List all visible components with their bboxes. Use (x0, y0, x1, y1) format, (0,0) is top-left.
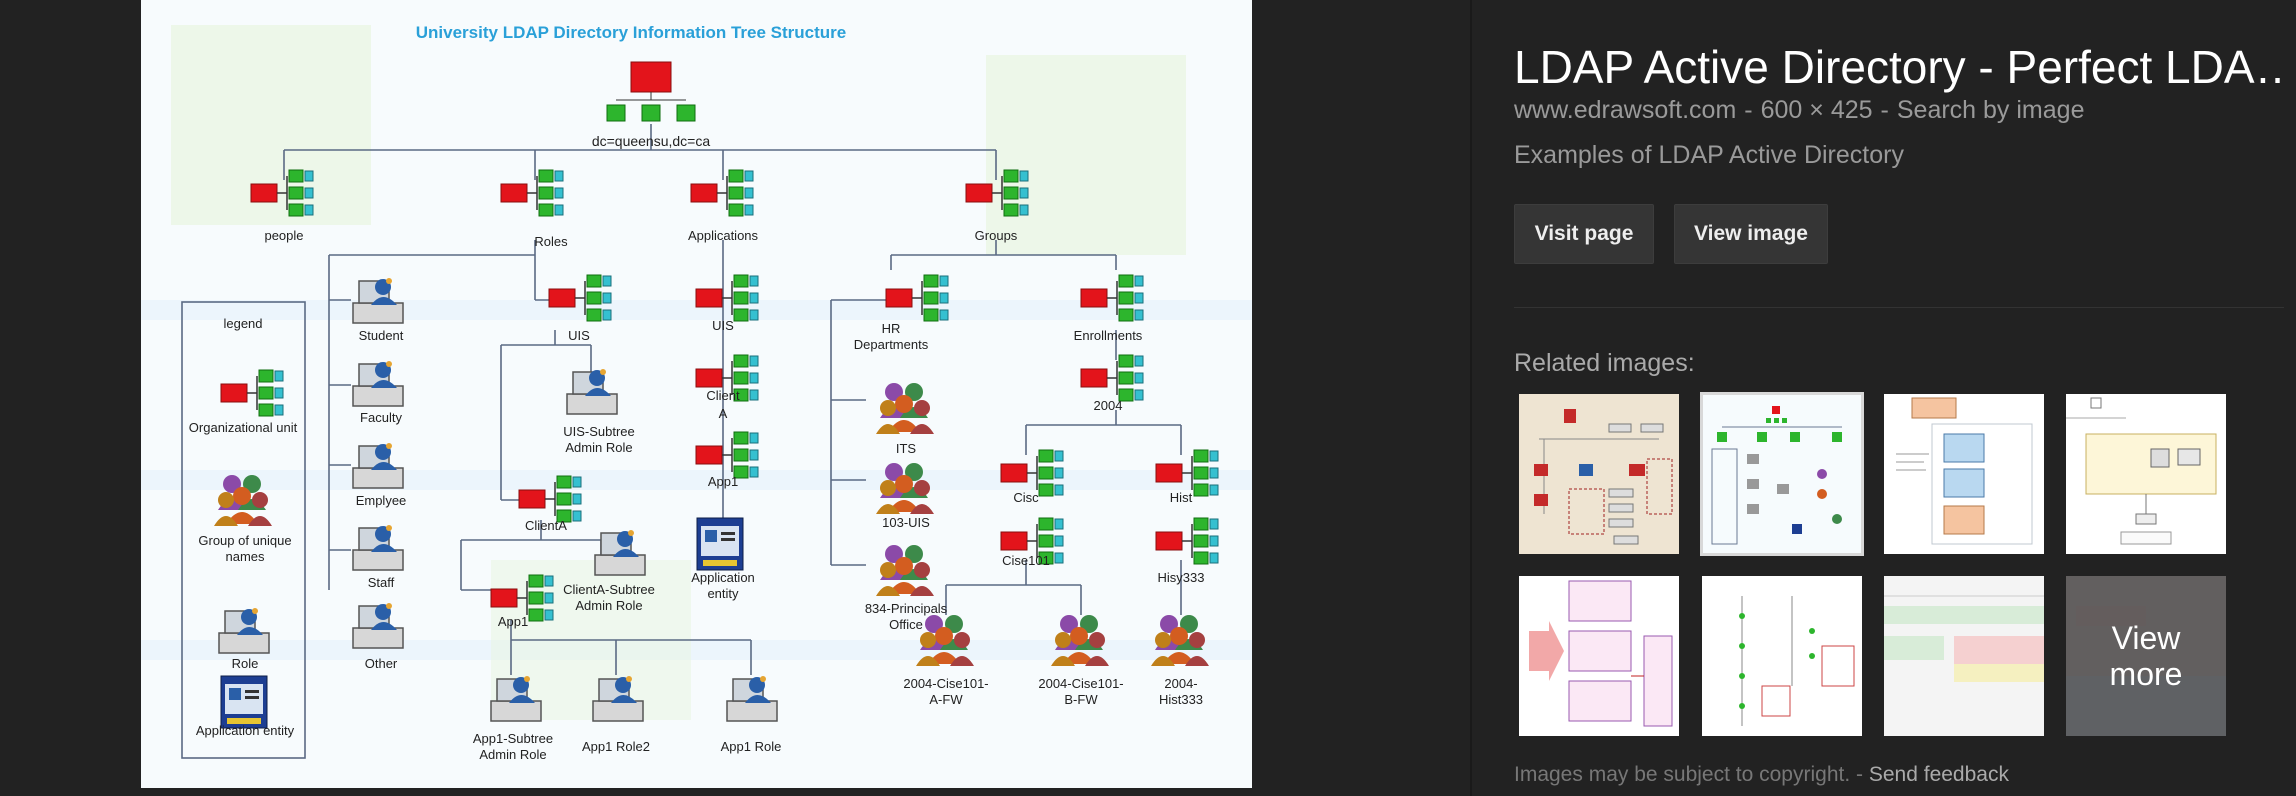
related-images-label: Related images: (1514, 349, 1695, 377)
related-thumb-2[interactable] (1700, 392, 1864, 556)
related-thumb-3[interactable] (1884, 394, 2044, 554)
panel-divider (1470, 0, 1472, 796)
label-hisy333: Hisy333 (1158, 570, 1205, 585)
thumb-7-diagram (1884, 576, 2044, 736)
label-hr-1: HR (882, 321, 901, 336)
label-app1-roles: App1 (498, 614, 528, 629)
label-people: people (264, 228, 303, 243)
label-uis-roles: UIS (568, 328, 590, 343)
legend-role: Role (232, 656, 259, 671)
thumb-3-diagram (1884, 394, 2044, 554)
ldap-diagram: University LDAP Directory Information Tr… (141, 0, 1252, 788)
label-b-fw-1: 2004-Cise101- (1038, 676, 1123, 691)
label-uis-subtree-2: Admin Role (565, 440, 632, 455)
image-dimensions: 600 × 425 (1760, 96, 1873, 124)
image-meta: www.edrawsoft.com-600 × 425-Search by im… (1514, 96, 2084, 125)
legend-org-unit: Organizational unit (189, 420, 298, 435)
legend-title: legend (223, 316, 262, 331)
source-domain[interactable]: www.edrawsoft.com (1514, 96, 1737, 124)
label-b-fw-2: B-FW (1064, 692, 1098, 707)
label-103-uis: 103-UIS (882, 515, 930, 530)
label-application-entity-1: Application (691, 570, 755, 585)
label-uis-apps: UIS (712, 318, 734, 333)
label-emplyee: Emplyee (356, 493, 407, 508)
label-application-entity-2: entity (707, 586, 739, 601)
legend-box (181, 301, 306, 759)
thumb-1-diagram (1519, 394, 1679, 554)
image-title-link[interactable]: LDAP Active Directory - Perfect LDA… (1514, 41, 2284, 93)
root-node (606, 61, 696, 122)
label-hr-2: Departments (854, 337, 929, 352)
thumb-6-diagram (1702, 576, 1862, 736)
legend-app-entity: Application entity (196, 723, 295, 738)
label-hist333-1: 2004- (1164, 676, 1197, 691)
label-student: Student (359, 328, 404, 343)
label-staff: Staff (368, 575, 395, 590)
label-app1-subtree-2: Admin Role (479, 747, 546, 762)
copyright-notice: Images may be subject to copyright. (1514, 763, 1851, 786)
related-thumb-6[interactable] (1702, 576, 1862, 736)
label-other: Other (365, 656, 398, 671)
thumb-4-diagram (2066, 394, 2226, 554)
label-groups: Groups (975, 228, 1018, 243)
search-by-image-link[interactable]: Search by image (1896, 96, 2085, 124)
label-client-apps-1: Client (706, 388, 740, 403)
related-thumb-5[interactable] (1519, 576, 1679, 736)
label-cisc: Cisc (1013, 490, 1039, 505)
meta-sep-2: - (1880, 96, 1889, 124)
legend-app-entity-icon (220, 675, 268, 729)
label-roles: Roles (534, 234, 568, 249)
label-enrollments: Enrollments (1074, 328, 1143, 343)
separator (1514, 307, 2284, 308)
footer: Images may be subject to copyright. - Se… (1514, 763, 2009, 787)
meta-sep-1: - (1744, 96, 1753, 124)
preview-image[interactable]: University LDAP Directory Information Tr… (141, 0, 1252, 788)
label-clienta-subtree-2: Admin Role (575, 598, 642, 613)
visit-page-button[interactable]: Visit page (1514, 204, 1654, 264)
image-info-panel: LDAP Active Directory - Perfect LDA… www… (1514, 0, 2296, 796)
related-thumb-4[interactable] (2066, 394, 2226, 554)
label-cise101: Cise101 (1002, 553, 1050, 568)
label-app1-role2: App1 Role2 (582, 739, 650, 754)
diagram-title: University LDAP Directory Information Tr… (416, 23, 846, 42)
label-2004: 2004 (1094, 398, 1123, 413)
label-hist333-2: Hist333 (1159, 692, 1203, 707)
view-image-button[interactable]: View image (1674, 204, 1828, 264)
label-uis-subtree-1: UIS-Subtree (563, 424, 635, 439)
label-client-apps-2: A (719, 406, 728, 421)
related-thumb-1[interactable] (1519, 394, 1679, 554)
label-its: ITS (896, 441, 917, 456)
send-feedback-link[interactable]: Send feedback (1868, 763, 2009, 786)
label-app1-role: App1 Role (721, 739, 782, 754)
label-faculty: Faculty (360, 410, 402, 425)
label-app1-subtree-1: App1-Subtree (473, 731, 553, 746)
label-clienta-roles: ClientA (525, 518, 567, 533)
thumb-5-diagram (1519, 576, 1679, 736)
label-a-fw-1: 2004-Cise101- (903, 676, 988, 691)
thumb-2-diagram (1702, 394, 1862, 554)
node-application-entity-icon (696, 517, 744, 571)
label-hist: Hist (1170, 490, 1193, 505)
label-principals-2: Office (889, 617, 923, 632)
label-principals-1: 834-Principals (865, 601, 948, 616)
label-clienta-subtree-1: ClientA-Subtree (563, 582, 655, 597)
related-thumb-7[interactable] (1884, 576, 2044, 736)
legend-group-1: Group of unique (198, 533, 291, 548)
image-description: Examples of LDAP Active Directory (1514, 141, 1904, 169)
root-label: dc=queensu,dc=ca (592, 133, 711, 149)
label-app1-apps: App1 (708, 474, 738, 489)
label-a-fw-2: A-FW (929, 692, 963, 707)
legend-group-2: names (225, 549, 265, 564)
footer-sep: - (1856, 763, 1864, 786)
label-applications: Applications (688, 228, 759, 243)
